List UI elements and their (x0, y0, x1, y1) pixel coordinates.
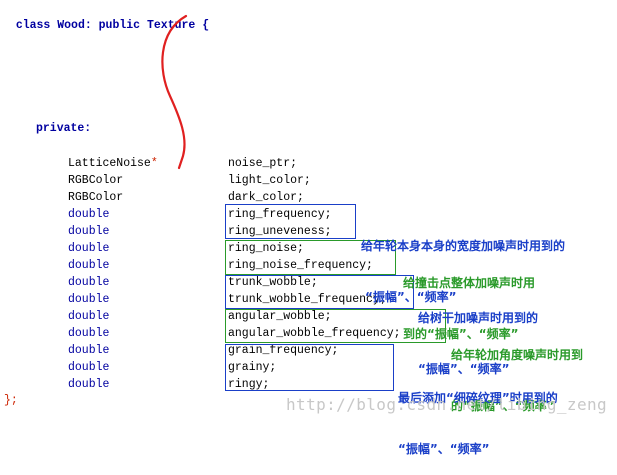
member-row: LatticeNoise* noise_ptr; (68, 157, 297, 171)
member-name: ringy; (228, 378, 270, 391)
access-private: private: (36, 122, 92, 135)
member-name: ring_noise_frequency; (228, 259, 373, 272)
member-row: double ring_noise; (68, 242, 304, 256)
member-name: angular_wobble; (228, 310, 332, 323)
member-name: ring_noise; (228, 242, 304, 255)
member-row: double ring_noise_frequency; (68, 259, 373, 273)
annotation-trunk: 给树干加噪声时用到的 “振幅”、“频率” (418, 311, 539, 376)
member-name: trunk_wobble_frequency; (228, 293, 387, 306)
member-row: double ring_uneveness; (68, 225, 332, 239)
box-angular-wobble (225, 309, 446, 343)
member-type: double (68, 225, 110, 238)
member-row: double trunk_wobble; (68, 276, 318, 290)
member-type: LatticeNoise (68, 157, 151, 170)
annotation-angular: 给年轮加角度噪声时用到 的“振幅”、“频率” (451, 348, 584, 413)
member-name: ring_uneveness; (228, 225, 332, 238)
member-name: trunk_wobble; (228, 276, 318, 289)
watermark: http://blog.csdn.net/libing_zeng (286, 395, 608, 414)
member-name: noise_ptr; (228, 157, 298, 170)
member-row: double ring_frequency; (68, 208, 332, 222)
member-row: double angular_wobble; (68, 310, 332, 324)
box-ring-frequency (225, 204, 356, 239)
member-row: double ringy; (68, 378, 269, 392)
member-row: double trunk_wobble_frequency; (68, 293, 387, 307)
member-type: double (68, 344, 110, 357)
member-type: double (68, 310, 110, 323)
member-name: ring_frequency; (228, 208, 332, 221)
member-type: RGBColor (68, 191, 124, 204)
member-type: RGBColor (68, 174, 124, 187)
member-type: double (68, 378, 110, 391)
member-type: double (68, 242, 110, 255)
pointer-curve-arrow (161, 14, 188, 170)
member-row: double angular_wobble_frequency; (68, 327, 401, 341)
member-row: double grainy; (68, 361, 276, 375)
annotation-ring: 给年轮本身本身的宽度加噪声时用到的 “振幅”、“频率” (361, 239, 566, 304)
class-name: Wood: (57, 19, 92, 32)
member-type: double (68, 293, 110, 306)
member-name: light_color; (228, 174, 311, 187)
keyword-class: class (15, 19, 51, 32)
member-name: grain_frequency; (228, 344, 339, 357)
member-type: double (68, 361, 110, 374)
base-class: Texture (146, 19, 196, 32)
box-trunk-wobble (225, 275, 414, 309)
member-type: double (68, 276, 110, 289)
annotation-ring-noise: 给撞击点整体加噪声时用 到的“振幅”、“频率” (403, 276, 536, 341)
member-row: RGBColor light_color; (68, 174, 311, 188)
member-row: double grain_frequency; (68, 344, 338, 358)
member-type: double (68, 327, 110, 340)
member-name: angular_wobble_frequency; (228, 327, 401, 340)
keyword-public: public (98, 19, 141, 32)
box-grain (225, 344, 394, 391)
member-row: RGBColor dark_color; (68, 191, 304, 205)
member-name: dark_color; (228, 191, 304, 204)
closing-brace: }; (4, 394, 18, 407)
member-type: double (68, 259, 110, 272)
box-ring-noise (225, 240, 396, 275)
class-declaration: class Wood: public Texture { (2, 5, 209, 33)
member-name: grainy; (228, 361, 277, 374)
open-brace: { (202, 19, 210, 32)
member-type: double (68, 208, 110, 221)
pointer-marker: * (150, 157, 158, 170)
